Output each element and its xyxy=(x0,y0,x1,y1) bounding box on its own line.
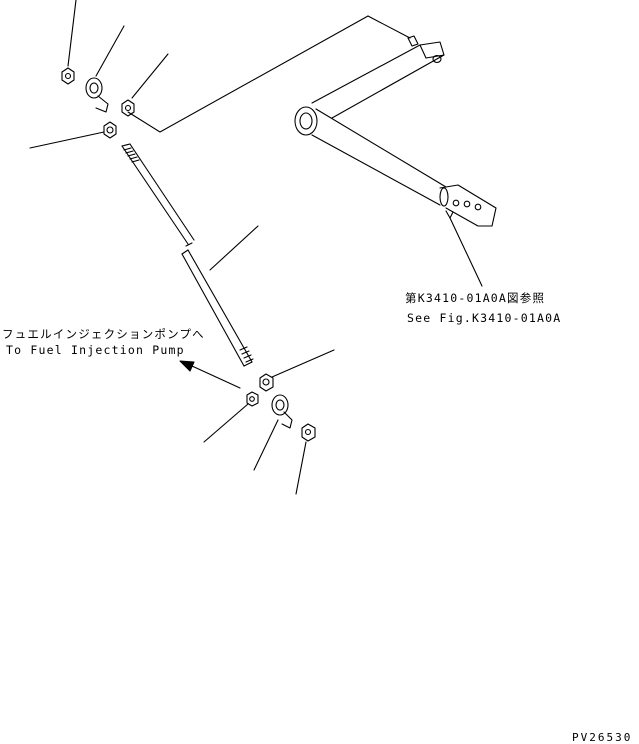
leader-bracket xyxy=(367,15,411,39)
leader-reference xyxy=(449,217,483,287)
leader-lower-ball-joint xyxy=(253,419,279,471)
leader-reference-tip xyxy=(445,210,454,219)
leader-lower-lock-nut xyxy=(271,349,335,378)
upper-nut-1 xyxy=(61,67,75,85)
lever-arm xyxy=(294,35,497,227)
pump-label-en: To Fuel Injection Pump xyxy=(6,343,185,357)
lower-nut xyxy=(301,423,316,442)
leader-lower-washer xyxy=(203,403,249,443)
upper-washer xyxy=(121,99,135,117)
reference-label-en: See Fig.K3410-01A0A xyxy=(407,311,562,325)
reference-label-jp: 第K3410-01A0A図参照 xyxy=(405,291,546,305)
drawing-code: PV26530 xyxy=(572,731,633,744)
leader-bracket-link xyxy=(127,15,369,133)
leader-upper-lock-nut xyxy=(29,131,105,149)
lower-washer xyxy=(246,391,259,407)
leader-upper-nut-1 xyxy=(67,0,77,67)
leader-ball-joint xyxy=(95,25,125,77)
leader-upper-washer xyxy=(131,53,169,99)
connecting-rod xyxy=(121,143,254,367)
leader-rod xyxy=(209,225,259,271)
pump-direction-arrow xyxy=(179,360,241,389)
upper-lock-nut xyxy=(103,121,117,139)
lower-ball-joint xyxy=(271,394,293,429)
pump-label-jp: フュエルインジェクションポンプへ xyxy=(2,327,205,341)
upper-ball-joint xyxy=(85,77,109,113)
lower-lock-nut xyxy=(259,373,274,392)
leader-lower-nut xyxy=(295,441,307,495)
